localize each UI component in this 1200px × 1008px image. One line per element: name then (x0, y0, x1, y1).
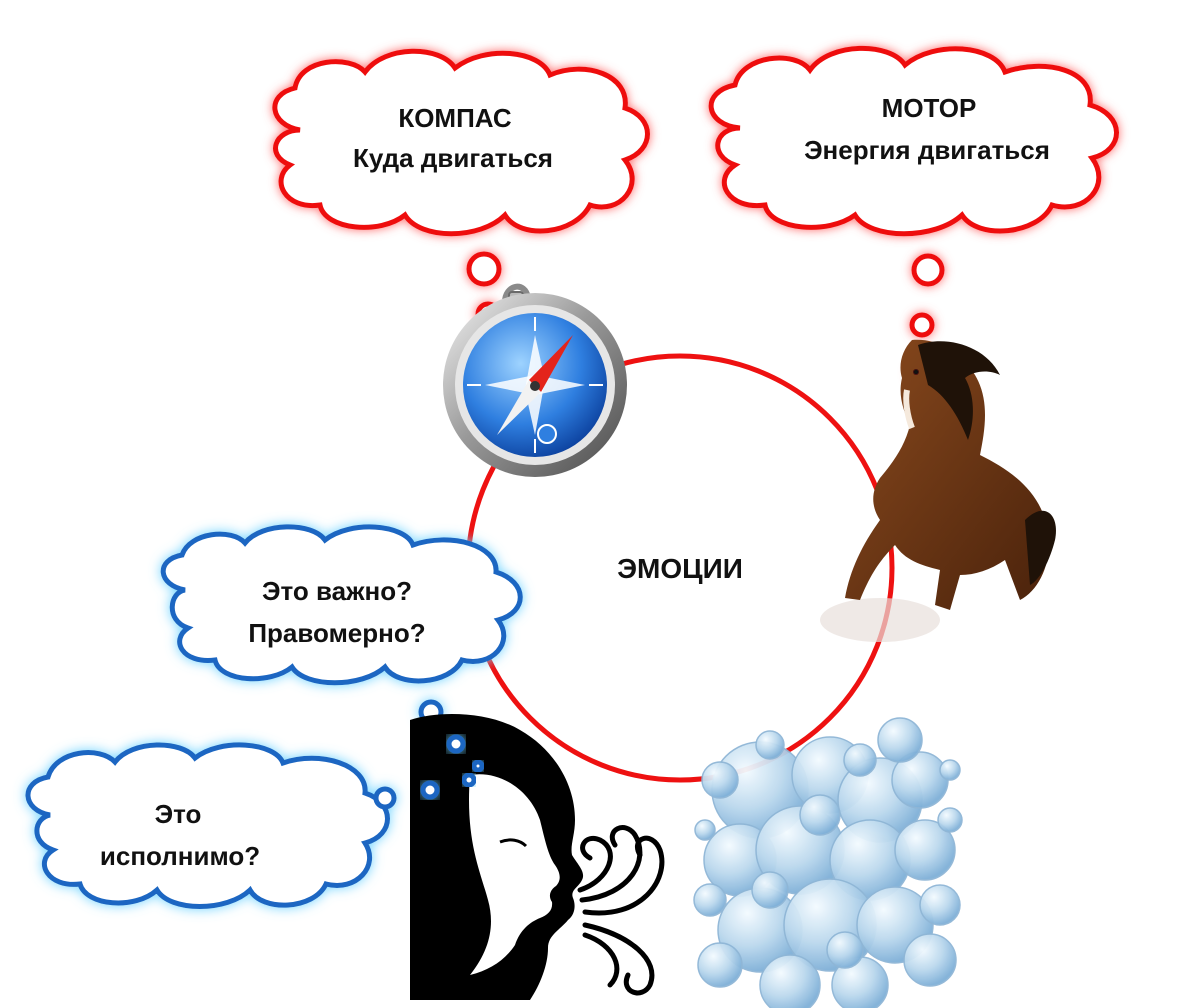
feasibility-line2: исполнимо? (100, 841, 260, 871)
horse-icon (820, 339, 1056, 642)
feasibility-thought-cloud (25, 699, 444, 909)
importance-thought-cloud (160, 524, 523, 686)
compass-icon (443, 283, 627, 477)
soap-bubble (701, 761, 739, 799)
soap-bubble (894, 819, 956, 881)
center-label: ЭМОЦИИ (617, 553, 743, 584)
woman-blowing-icon (410, 714, 665, 1000)
feasibility-line1: Это (155, 799, 202, 829)
importance-line1: Это важно? (262, 576, 412, 606)
motor-title: МОТОР (882, 93, 977, 123)
soap-bubble (903, 933, 957, 987)
compass-thought-cloud (272, 48, 650, 357)
soap-bubble (877, 717, 923, 763)
soap-bubble (759, 954, 821, 1008)
soap-bubble (697, 942, 743, 988)
soap-bubble (693, 883, 727, 917)
soap-bubble (919, 884, 961, 926)
soap-bubble (843, 743, 877, 777)
soap-bubble (939, 759, 961, 781)
compass-title: КОМПАС (398, 103, 512, 133)
soap-bubble (937, 807, 963, 833)
soap-bubble (694, 819, 716, 841)
soap-bubble (826, 931, 864, 969)
compass-subtitle: Куда двигаться (353, 143, 553, 173)
importance-line2: Правомерно? (248, 618, 425, 648)
soap-bubble (799, 794, 841, 836)
soap-bubble (755, 730, 785, 760)
soap-bubble (751, 871, 789, 909)
motor-subtitle: Энергия двигаться (804, 135, 1050, 165)
soap-bubbles-icon (693, 717, 963, 1008)
